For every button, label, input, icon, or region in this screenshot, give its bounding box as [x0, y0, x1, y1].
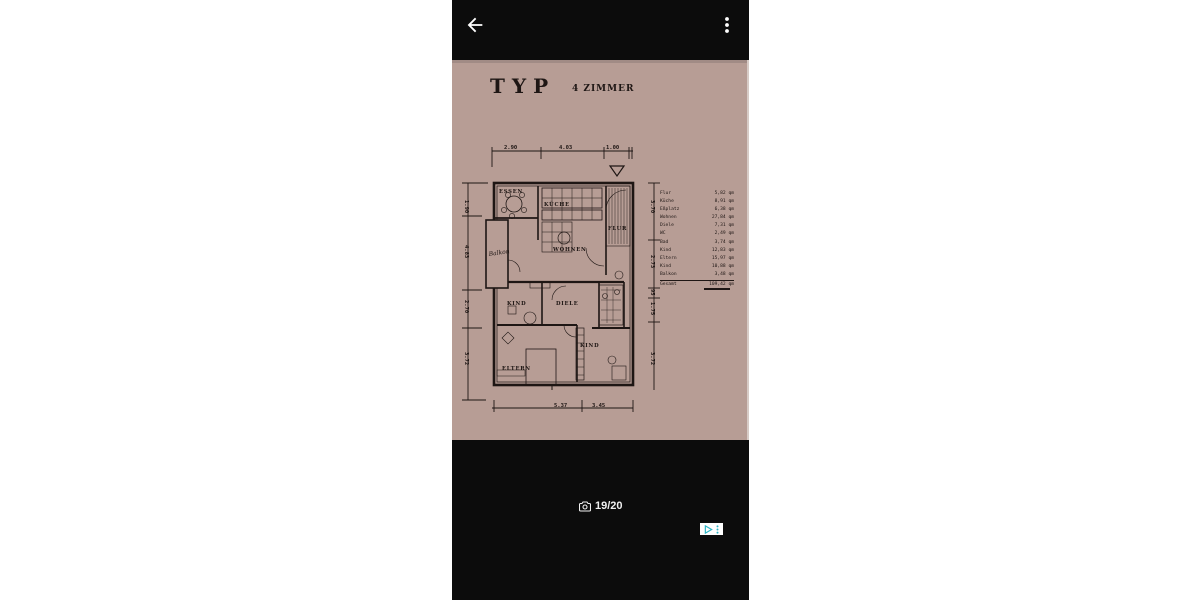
plan-title: TYP	[490, 74, 556, 98]
svg-text:3.72: 3.72	[463, 352, 469, 365]
room-kind-1: KIND	[507, 301, 526, 307]
room-flur: FLUR	[608, 226, 627, 232]
arrow-left-icon	[467, 17, 483, 33]
more-vert-icon	[725, 17, 729, 33]
paper-edge	[452, 60, 749, 63]
room-kueche: KÜCHE	[544, 201, 570, 208]
svg-text:3.45: 3.45	[592, 403, 605, 409]
photo-counter: 19/20	[579, 500, 623, 512]
floor-plan-photo[interactable]: TYP 4 ZIMMER	[452, 60, 749, 440]
svg-text:2.70: 2.70	[463, 300, 469, 313]
svg-text:2.73: 2.73	[649, 255, 655, 268]
plan-subtitle: 4 ZIMMER	[572, 84, 635, 94]
svg-text:1.90: 1.90	[463, 200, 469, 213]
more-options-button[interactable]	[718, 14, 736, 36]
svg-text:3.70: 3.70	[649, 200, 655, 213]
room-eltern: ELTERN	[502, 366, 531, 372]
svg-text:5.37: 5.37	[554, 403, 567, 409]
floor-plan-drawing: 2.90 4.03 1.00 5.37 3.45 1.90 4.83 2.70 …	[462, 145, 660, 412]
image-viewer: TYP 4 ZIMMER	[452, 0, 749, 600]
room-wohnen: WOHNEN	[552, 247, 586, 253]
top-bar	[452, 0, 749, 60]
svg-text:4.03: 4.03	[559, 145, 572, 151]
svg-text:1.00: 1.00	[606, 145, 619, 151]
svg-text:95: 95	[649, 289, 655, 296]
adchoices-badge[interactable]	[700, 523, 723, 535]
room-essen: ESSEN	[499, 189, 523, 195]
adchoices-play-icon	[704, 524, 713, 534]
svg-text:4.83: 4.83	[463, 245, 469, 258]
camera-icon	[579, 500, 591, 512]
svg-text:2.90: 2.90	[504, 145, 517, 151]
room-balkon: Balkon	[487, 248, 510, 258]
counter-text: 19/20	[595, 500, 623, 512]
svg-text:1.75: 1.75	[649, 302, 655, 315]
ad-more-vert-icon	[716, 524, 719, 534]
paper-edge-right	[747, 60, 749, 440]
room-kind-2: KIND	[580, 343, 599, 349]
svg-text:3.72: 3.72	[649, 352, 655, 365]
room-diele: DIELE	[556, 301, 578, 307]
total-underline	[704, 288, 730, 291]
back-button[interactable]	[464, 14, 486, 36]
